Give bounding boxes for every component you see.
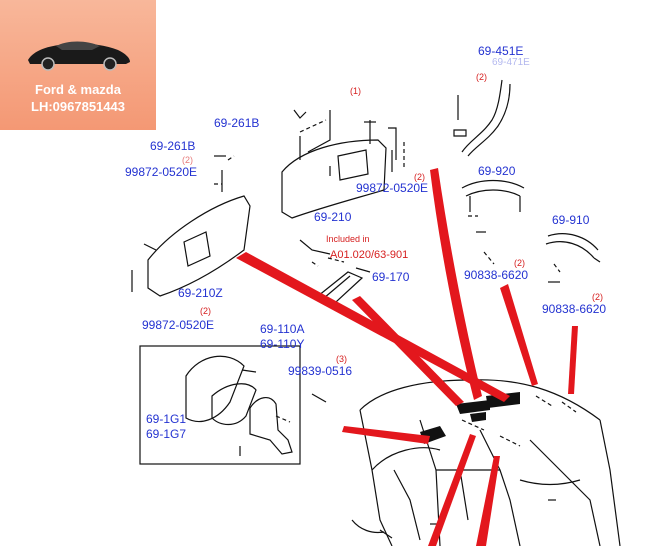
qty-2-b: (2) bbox=[414, 172, 425, 182]
callout-wedge-f bbox=[342, 426, 430, 444]
sun-visor-69-210 bbox=[281, 139, 387, 219]
badge-line-2: LH:0967851443 bbox=[31, 99, 125, 114]
callout-wedge-h bbox=[476, 456, 500, 546]
callout-wedge-g bbox=[428, 434, 476, 546]
sun-visor-69-210Z bbox=[147, 195, 251, 297]
label-69-1G7: 69-1G7 bbox=[146, 427, 187, 441]
label-69-1G1: 69-1G1 bbox=[146, 412, 187, 426]
assist-grip-920 bbox=[461, 179, 525, 189]
label-69-110A: 69-110A bbox=[260, 322, 305, 336]
mirror-inset-box bbox=[139, 345, 301, 465]
label-69-910: 69-910 bbox=[552, 213, 590, 227]
qty-1: (1) bbox=[350, 86, 361, 96]
label-69-261B-a: 69-261B bbox=[214, 116, 260, 130]
callout-wedge-a bbox=[236, 252, 510, 402]
assist-grip-451E bbox=[461, 79, 503, 153]
label-99872-0520E-c: 99872-0520E bbox=[142, 318, 215, 332]
label-90838-6620-a: 90838-6620 bbox=[464, 268, 529, 282]
qty-2-f: (2) bbox=[182, 155, 193, 165]
label-69-261B-b: 69-261B bbox=[150, 139, 196, 153]
note-included-in: Included in bbox=[326, 234, 370, 244]
assist-grip-910 bbox=[547, 233, 599, 251]
sports-car-icon bbox=[28, 41, 130, 71]
label-69-170: 69-170 bbox=[372, 270, 410, 284]
qty-2-a: (2) bbox=[476, 72, 487, 82]
callout-wedge-d bbox=[500, 284, 538, 386]
label-69-920: 69-920 bbox=[478, 164, 516, 178]
watermark-badge: Ford & mazda LH:0967851443 bbox=[0, 0, 156, 130]
qty-2-d: (2) bbox=[592, 292, 603, 302]
label-69-451E-ghost: 69-471E bbox=[492, 57, 530, 68]
rear-view-mirror bbox=[185, 355, 245, 423]
label-69-210Z: 69-210Z bbox=[178, 286, 223, 300]
callout-wedge-c bbox=[430, 168, 482, 400]
qty-3: (3) bbox=[336, 354, 347, 364]
screw-icon bbox=[453, 129, 467, 137]
label-99872-0520E-b: 99872-0520E bbox=[356, 181, 429, 195]
callout-wedge-b bbox=[352, 296, 464, 406]
note-ref-code: A01.020/63-901 bbox=[330, 249, 409, 261]
label-69-451E: 69-451E bbox=[478, 44, 524, 58]
label-99839-0516: 99839-0516 bbox=[288, 364, 353, 378]
qty-2-e: (2) bbox=[200, 306, 211, 316]
badge-line-1: Ford & mazda bbox=[35, 82, 121, 97]
qty-2-c: (2) bbox=[514, 258, 525, 268]
label-99872-0520E-a: 99872-0520E bbox=[125, 165, 198, 179]
callout-wedge-e bbox=[568, 326, 578, 394]
label-69-110Y: 69-110Y bbox=[260, 337, 305, 351]
label-90838-6620-b: 90838-6620 bbox=[542, 302, 607, 316]
label-69-210: 69-210 bbox=[314, 210, 352, 224]
